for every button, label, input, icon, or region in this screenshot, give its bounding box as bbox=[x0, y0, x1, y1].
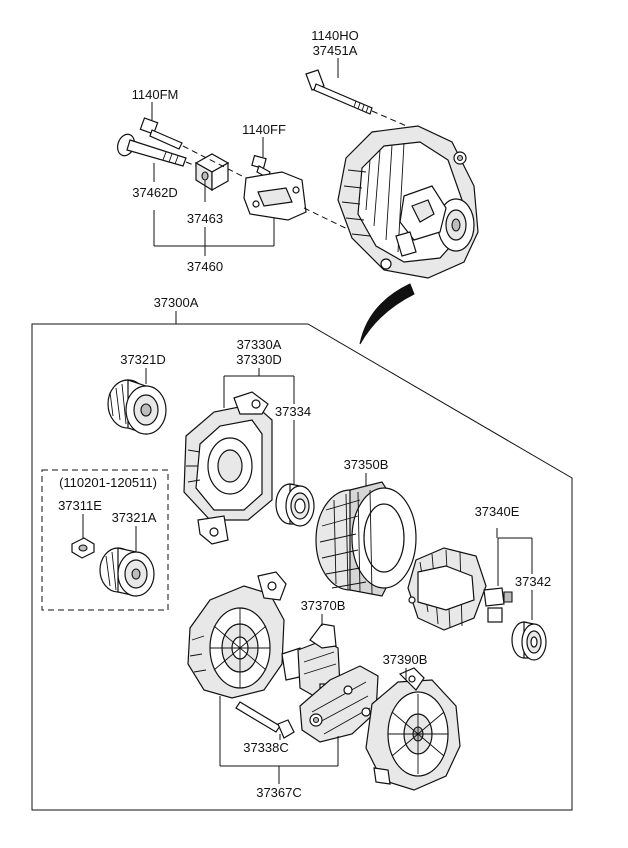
bolt-1140FM bbox=[139, 117, 183, 150]
label-1140FM: 1140FM bbox=[132, 87, 179, 102]
rotor-37340E bbox=[407, 547, 513, 631]
pulley-37321D bbox=[107, 379, 167, 435]
pulley-37321A bbox=[99, 547, 155, 597]
front-housing-37330A bbox=[183, 391, 273, 545]
rear-housing bbox=[187, 571, 287, 699]
label-1140FF: 1140FF bbox=[242, 122, 286, 137]
label-37338C: 37338C bbox=[243, 740, 289, 755]
label-37350B: 37350B bbox=[344, 457, 389, 472]
label-37321D: 37321D bbox=[120, 352, 166, 367]
label-37451A: 37451A bbox=[313, 43, 358, 58]
label-37330A: 37330A bbox=[237, 337, 282, 352]
label-37311E: 37311E bbox=[58, 498, 102, 513]
label-37367C: 37367C bbox=[256, 785, 302, 800]
bolt-1140HO bbox=[305, 69, 373, 115]
bolt-37338C bbox=[235, 701, 295, 739]
spacer-37463 bbox=[194, 153, 230, 192]
nut-37311E bbox=[71, 537, 95, 559]
dash-1140FM bbox=[182, 145, 247, 179]
bearing-37342 bbox=[511, 621, 547, 661]
cover-37390B bbox=[365, 667, 461, 791]
label-1140HO: 1140HO bbox=[311, 28, 358, 43]
label-37463: 37463 bbox=[187, 211, 223, 226]
label-37321A: 37321A bbox=[112, 510, 157, 525]
label-37330D: 37330D bbox=[236, 352, 282, 367]
label-37300A: 37300A bbox=[154, 295, 199, 310]
stator-37350B bbox=[315, 481, 417, 597]
bolt-37462D bbox=[116, 133, 187, 167]
label-37460: 37460 bbox=[187, 259, 223, 274]
bearing-37334 bbox=[275, 483, 315, 527]
exploded-frame bbox=[31, 323, 573, 811]
explode-arrow bbox=[359, 283, 415, 345]
bolt-1140FF bbox=[251, 154, 271, 179]
label-37390B: 37390B bbox=[383, 652, 428, 667]
rectifier-plate bbox=[299, 665, 379, 743]
label-37334: 37334 bbox=[275, 404, 311, 419]
label-37462D: 37462D bbox=[132, 185, 178, 200]
alternator-assembly bbox=[337, 125, 479, 279]
label-37370B: 37370B bbox=[301, 598, 346, 613]
label-110201-120511: (110201-120511) bbox=[59, 475, 157, 490]
dash-37462D bbox=[185, 161, 197, 167]
label-37342: 37342 bbox=[515, 574, 551, 589]
bracket bbox=[243, 171, 307, 221]
label-37340E: 37340E bbox=[475, 504, 520, 519]
variant-box bbox=[41, 469, 169, 611]
